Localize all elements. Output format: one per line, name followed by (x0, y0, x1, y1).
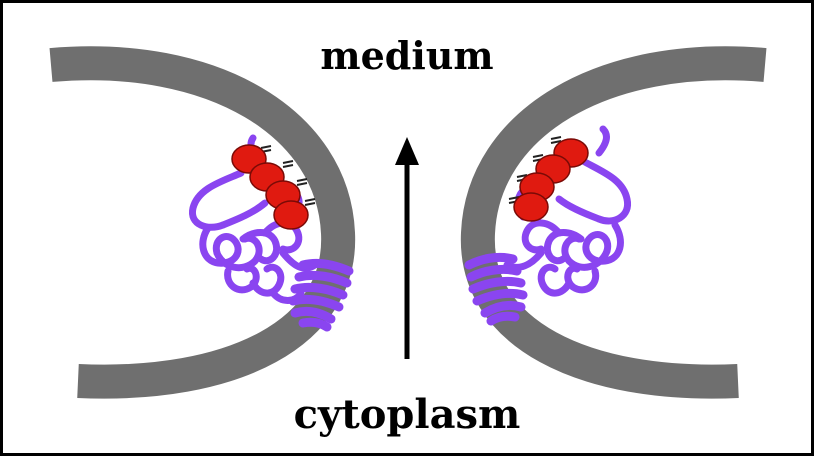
membrane-protein-diagram (49, 46, 767, 399)
left-domain-4 (273, 200, 309, 230)
right-membrane (460, 46, 767, 399)
cytoplasm-label: cytoplasm (293, 391, 521, 438)
left-membrane (49, 46, 356, 399)
left-transmembrane-bundle (288, 258, 354, 332)
left-linkers (260, 145, 316, 206)
up-arrow-icon (395, 137, 419, 359)
medium-label: medium (320, 33, 494, 78)
right-domains (513, 138, 589, 222)
left-domains (231, 144, 309, 230)
right-domain-4 (513, 192, 549, 222)
right-transmembrane-bundle (464, 252, 528, 326)
